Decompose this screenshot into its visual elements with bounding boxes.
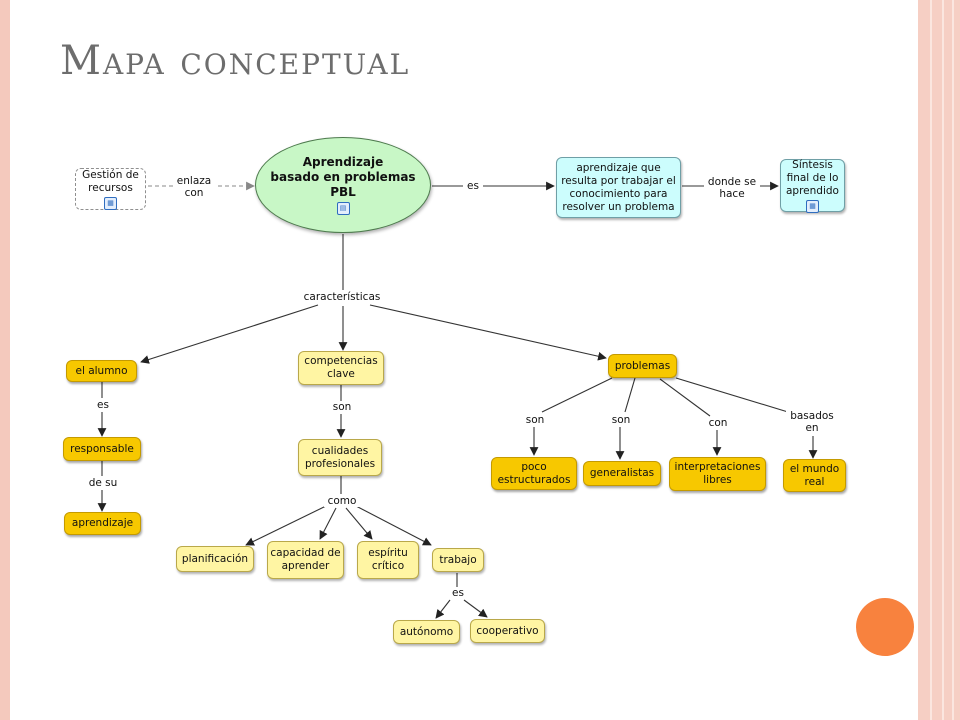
mundo-real-node[interactable]: el mundo real [783, 459, 846, 492]
main-concept-line-3: PBL [330, 185, 356, 199]
right-border [918, 0, 960, 720]
sintesis-node[interactable]: Síntesis final de lo aprendido ▦ [780, 158, 845, 213]
interpretaciones-label: interpretaciones libres [674, 461, 761, 486]
alumno-label: el alumno [75, 364, 128, 377]
link-caracteristicas: características [300, 291, 384, 303]
link-es-main: es [463, 180, 483, 192]
link-son-generalistas: son [607, 414, 635, 426]
link-donde-se-hace: donde se hace [704, 176, 760, 200]
left-border [0, 0, 10, 720]
main-concept-line-2: basado en problemas [270, 170, 416, 184]
link-con: con [705, 417, 731, 429]
main-concept-node[interactable]: Aprendizaje basado en problemas PBL ▤ [255, 137, 431, 233]
gestion-recursos-label: Gestión de recursos [82, 168, 139, 194]
link-son-poco: son [521, 414, 549, 426]
link-es-alumno: es [92, 399, 114, 411]
link-de-su: de su [84, 477, 122, 489]
trabajo-label: trabajo [439, 553, 477, 566]
problemas-node[interactable]: problemas [608, 354, 677, 378]
capacidad-node[interactable]: capacidad de aprender [267, 541, 344, 579]
link-enlaza-con: enlaza con [173, 175, 215, 199]
main-concept-line-1: Aprendizaje [302, 155, 384, 169]
interpretaciones-node[interactable]: interpretaciones libres [669, 457, 766, 491]
decorative-orange-circle [856, 598, 914, 656]
trabajo-node[interactable]: trabajo [432, 548, 484, 572]
cualidades-label: cualidades profesionales [304, 444, 376, 470]
planificacion-label: planificación [181, 552, 249, 565]
resource-map-icon[interactable]: ▦ [104, 196, 117, 210]
link-son-competencias: son [328, 401, 356, 413]
poco-estructurados-node[interactable]: poco estructurados [491, 457, 577, 490]
link-basados-en: basados en [786, 410, 838, 434]
link-como: como [324, 495, 360, 507]
responsable-label: responsable [70, 442, 134, 455]
autonomo-label: autónomo [399, 625, 454, 638]
capacidad-label: capacidad de aprender [270, 547, 341, 572]
cooperativo-label: cooperativo [476, 624, 539, 637]
competencias-node[interactable]: competencias clave [298, 351, 384, 385]
autonomo-node[interactable]: autónomo [393, 620, 460, 644]
responsable-node[interactable]: responsable [63, 437, 141, 461]
link-es-trabajo: es [447, 587, 469, 599]
alumno-node[interactable]: el alumno [66, 360, 137, 382]
sintesis-label: Síntesis final de lo aprendido [786, 158, 839, 197]
slide-title: Mapa conceptual [60, 38, 411, 84]
espiritu-node[interactable]: espíritu crítico [357, 541, 419, 579]
generalistas-node[interactable]: generalistas [583, 461, 661, 486]
espiritu-label: espíritu crítico [368, 547, 408, 572]
competencias-label: competencias clave [304, 355, 378, 380]
gestion-recursos-node[interactable]: Gestión de recursos ▦ [75, 168, 146, 210]
cualidades-node[interactable]: cualidades profesionales [298, 439, 382, 476]
resource-map-icon[interactable]: ▦ [806, 199, 819, 213]
document-icon[interactable]: ▤ [336, 202, 350, 215]
cooperativo-node[interactable]: cooperativo [470, 619, 545, 643]
generalistas-label: generalistas [589, 467, 655, 479]
aprendizaje-node[interactable]: aprendizaje [64, 512, 141, 535]
planificacion-node[interactable]: planificación [176, 546, 254, 572]
aprendizaje-label: aprendizaje [71, 517, 134, 529]
mundo-real-label: el mundo real [789, 462, 840, 488]
poco-estructurados-label: poco estructurados [497, 460, 571, 486]
problemas-label: problemas [614, 359, 671, 372]
aprendizaje-que-label: aprendizaje que resulta por trabajar el … [561, 161, 676, 213]
aprendizaje-que-node[interactable]: aprendizaje que resulta por trabajar el … [556, 157, 681, 218]
